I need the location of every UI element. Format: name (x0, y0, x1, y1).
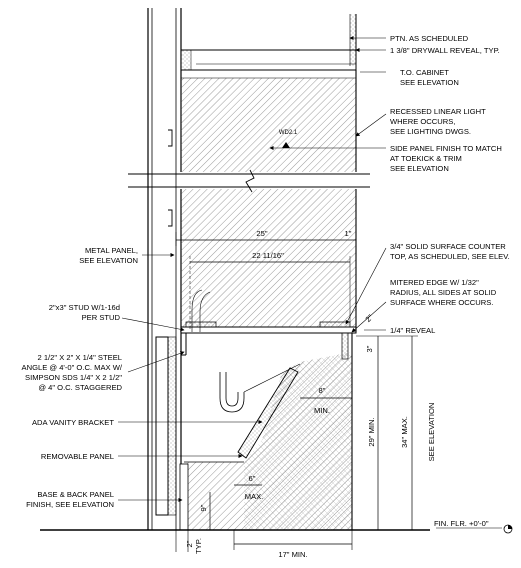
callout-angle-1: 2 1/2" X 2" X 1/4" STEEL (38, 353, 123, 362)
callout-counter-1: 3/4" SOLID SURFACE COUNTER (390, 242, 506, 251)
dim-22: 22 11/16" (252, 251, 284, 260)
wd-tag: WD2.1 (279, 130, 298, 148)
countertop (180, 321, 357, 360)
callout-to-cabinet-1: T.O. CABINET (400, 68, 449, 77)
callout-stud-1: 2"x3" STUD W/1-16d (49, 303, 120, 312)
leader-lines (118, 35, 502, 529)
callout-reveal: 1/4" REVEAL (390, 326, 435, 335)
dim-3: 3" (365, 345, 374, 352)
callout-side-panel-2: AT TOEKICK & TRIM (390, 154, 462, 163)
callout-mitered-1: MITERED EDGE W/ 1/32" (390, 278, 479, 287)
callouts-left: METAL PANEL, SEE ELEVATION 2"x3" STUD W/… (22, 246, 138, 509)
callout-ada-bracket: ADA VANITY BRACKET (32, 418, 114, 427)
upper-side-panel (181, 63, 357, 332)
dim-17: 17" MIN. (278, 550, 307, 559)
dim-6-max: MAX. (245, 492, 264, 501)
callout-removable-panel: REMOVABLE PANEL (41, 452, 114, 461)
dim-2: 2" (364, 312, 375, 323)
callout-stud-2: PER STUD (82, 313, 121, 322)
dim-25: 25" (256, 229, 267, 238)
removable-panel-shape (237, 367, 299, 459)
callout-angle-3: SIMPSON SDS 1/4" X 2 1/2" (25, 373, 122, 382)
callout-base-2: FINISH, SEE ELEVATION (26, 500, 114, 509)
callout-angle-2: ANGLE @ 4'-0" O.C. MAX W/ (22, 363, 123, 372)
callout-metal-panel-1: METAL PANEL, (85, 246, 138, 255)
callout-mitered-3: SURFACE WHERE OCCURS. (390, 298, 493, 307)
metal-panel (155, 333, 187, 516)
dim-9: 9" (199, 504, 208, 511)
dim-29: 29" MIN. (367, 417, 376, 446)
dim-2-typ: 2" (185, 540, 194, 547)
callout-light-3: SEE LIGHTING DWGS. (390, 127, 471, 136)
callout-to-cabinet-2: SEE ELEVATION (400, 78, 459, 87)
callout-base-1: BASE & BACK PANEL (37, 490, 114, 499)
callout-metal-panel-2: SEE ELEVATION (79, 256, 138, 265)
wall-clips (168, 129, 173, 227)
dim-1: 1" (345, 229, 352, 238)
dim-see-elevation: SEE ELEVATION (427, 403, 436, 462)
callout-side-panel-3: SEE ELEVATION (390, 164, 449, 173)
dim-8-min: MIN. (314, 406, 330, 415)
dim-typ: TYP. (194, 538, 203, 554)
callout-side-panel-1: SIDE PANEL FINISH TO MATCH (390, 144, 502, 153)
callout-ptn: PTN. AS SCHEDULED (390, 34, 469, 43)
top-partition-cap (180, 14, 357, 71)
dimension-text: 25" 1" 22 11/16" 2" 3" 8" MIN. 6" MAX. 9… (185, 229, 436, 559)
break-line (128, 169, 370, 193)
svg-text:WD2.1: WD2.1 (279, 130, 298, 136)
dim-8: 8" (319, 386, 326, 395)
lower-base (179, 333, 353, 531)
callout-light-1: RECESSED LINEAR LIGHT (390, 107, 486, 116)
callout-angle-4: @ 4" O.C. STAGGERED (38, 383, 122, 392)
callout-mitered-2: RADIUS, ALL SIDES AT SOLID (390, 288, 497, 297)
dim-6: 6" (249, 474, 256, 483)
dimension-lines (175, 232, 513, 552)
dim-34: 34" MAX. (400, 416, 409, 448)
callouts-right: PTN. AS SCHEDULED 1 3/8" DRYWALL REVEAL,… (390, 34, 510, 528)
callout-counter-2: TOP, AS SCHEDULED, SEE ELEV. (390, 252, 510, 261)
callout-drywall-reveal: 1 3/8" DRYWALL REVEAL, TYP. (390, 46, 500, 55)
callout-fin-flr: FIN. FLR. +0'-0" (434, 519, 489, 528)
callout-light-2: WHERE OCCURS, (390, 117, 455, 126)
